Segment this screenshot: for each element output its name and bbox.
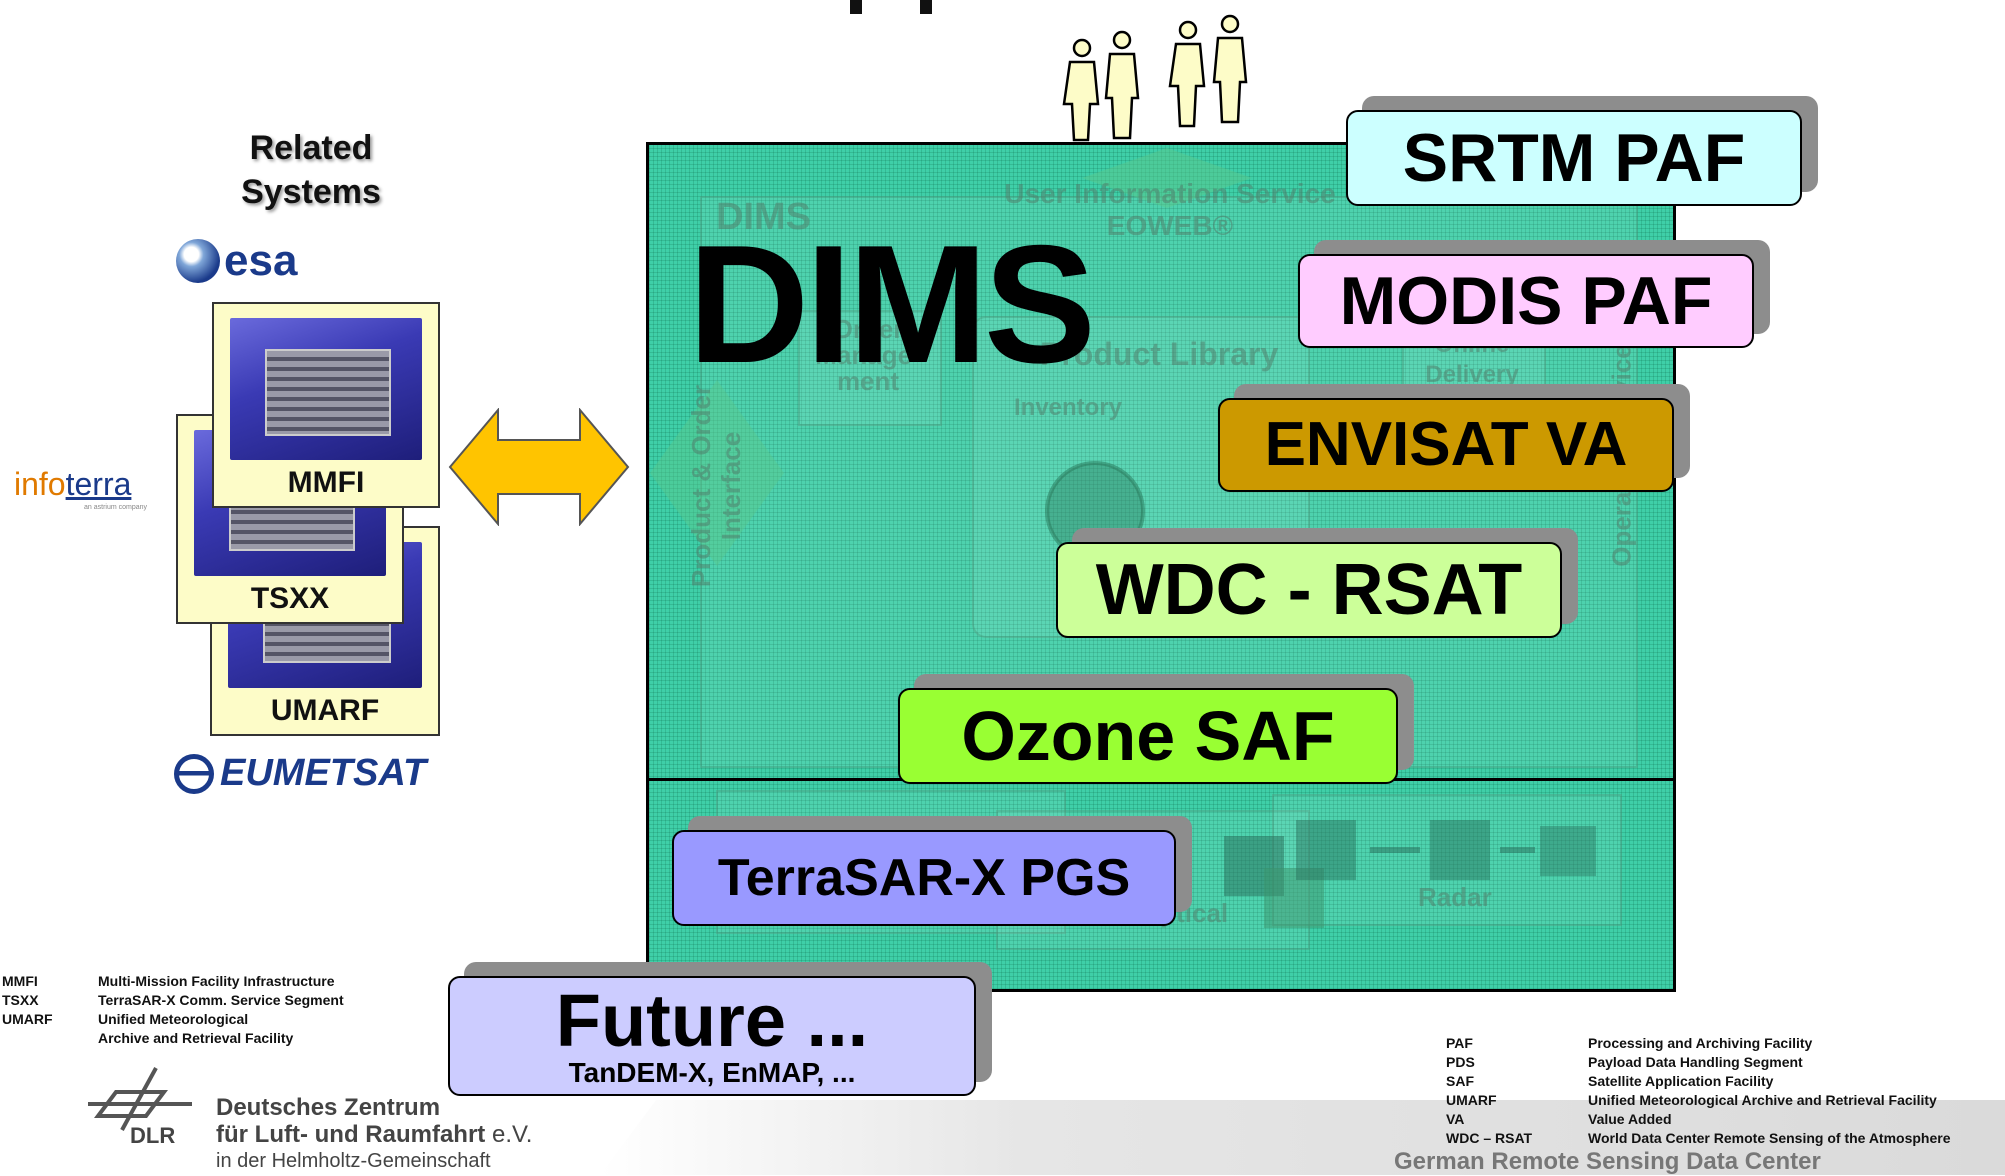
footer-center-name: German Remote Sensing Data Center bbox=[1394, 1148, 1821, 1175]
infoterra-logo: infoterra an astrium company bbox=[14, 466, 148, 511]
bg-lower-right-box bbox=[1272, 794, 1622, 926]
bg-optical-images bbox=[1224, 836, 1324, 928]
esa-logo: esa bbox=[176, 236, 297, 286]
eumetsat-logo: EUMETSAT bbox=[174, 752, 426, 795]
dlr-abbr: DLR bbox=[130, 1123, 176, 1148]
ozone-saf-box: Ozone SAF bbox=[898, 688, 1398, 784]
bg-user-info-diamond bbox=[1082, 148, 1252, 208]
wdc-rsat-box: WDC - RSAT bbox=[1056, 542, 1562, 638]
footer-gray-band bbox=[600, 1100, 2005, 1175]
terrasar-x-pgs-box: TerraSAR-X PGS bbox=[672, 830, 1176, 926]
users-icon bbox=[1062, 14, 1248, 142]
bg-dims-label: DIMS bbox=[716, 196, 811, 238]
bg-radar-images bbox=[1296, 820, 1596, 880]
server-card-mmfi: MMFI bbox=[212, 302, 440, 508]
glossary-row: Archive and Retrieval Facility bbox=[98, 1030, 294, 1046]
bg-ordermgmt-box bbox=[798, 310, 942, 426]
eumetsat-swirl-icon bbox=[174, 753, 214, 794]
bg-radar-label: Radar bbox=[1418, 882, 1492, 912]
dlr-logo-icon bbox=[88, 1067, 192, 1131]
envisat-va-box: ENVISAT VA bbox=[1218, 398, 1674, 492]
esa-globe-icon bbox=[176, 239, 220, 283]
related-systems-title: Related Systems bbox=[241, 129, 381, 211]
title-fragment bbox=[850, 0, 932, 14]
future-box: Future ... TanDEM-X, EnMAP, ... bbox=[448, 976, 976, 1096]
bg-product-order-diamond bbox=[650, 380, 784, 566]
modis-paf-box: MODIS PAF bbox=[1298, 254, 1754, 348]
dlr-name: Deutsches Zentrum für Luft- und Raumfahr… bbox=[216, 1094, 533, 1172]
dims-title: DIMS bbox=[688, 210, 1096, 398]
bg-product-library-label: Product Library bbox=[1040, 336, 1279, 372]
server-image bbox=[230, 318, 422, 460]
srtm-paf-box: SRTM PAF bbox=[1346, 110, 1802, 206]
bg-inventory-label: Inventory bbox=[1014, 394, 1123, 421]
double-arrow-icon bbox=[448, 408, 630, 526]
